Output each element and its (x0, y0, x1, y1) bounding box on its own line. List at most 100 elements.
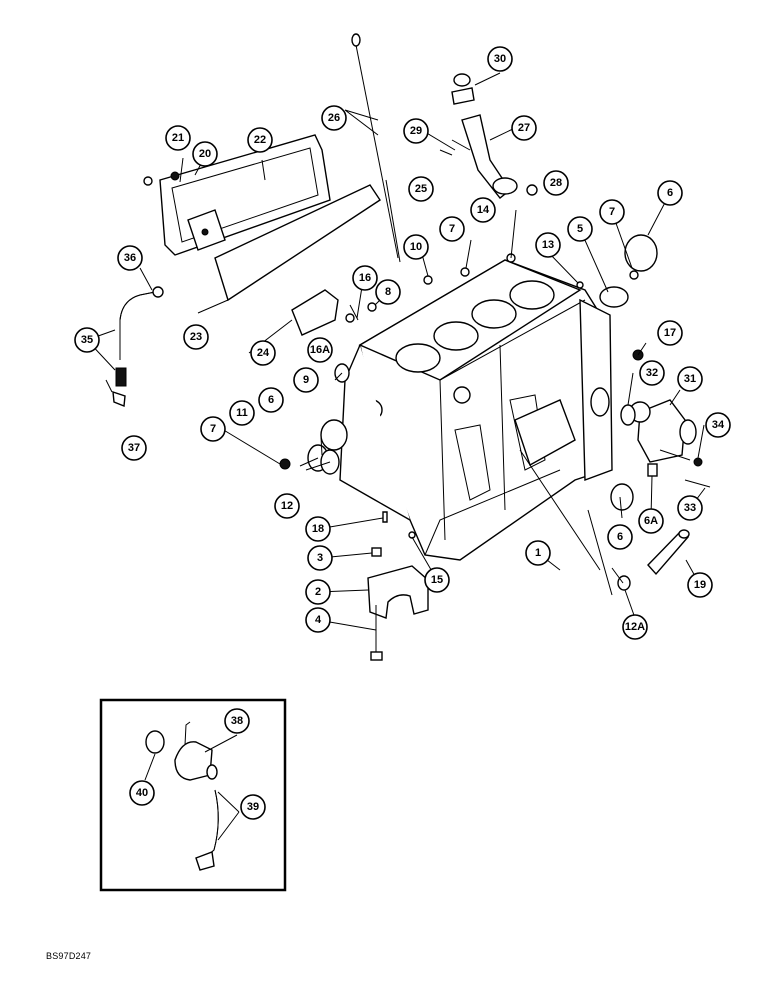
cover-plate (291, 289, 339, 336)
callout-22: 22 (247, 127, 273, 153)
callout-label: 25 (415, 183, 427, 195)
callout-label: 6A (644, 515, 658, 527)
callout-28: 28 (543, 170, 569, 196)
callout-label: 9 (303, 374, 309, 386)
callout-13: 13 (535, 232, 561, 258)
callout-8: 8 (375, 279, 401, 305)
callout-20: 20 (192, 141, 218, 167)
core-plug-6-top (624, 234, 658, 272)
reference-code: BS97D247 (46, 951, 92, 961)
callout-label: 7 (210, 423, 216, 435)
callout-16a: 16A (307, 337, 333, 363)
callout-40: 40 (129, 780, 155, 806)
plug-6a (647, 463, 658, 477)
callout-label: 22 (254, 134, 266, 146)
callout-label: 4 (315, 614, 322, 626)
callout-7-top: 7 (439, 216, 465, 242)
callout-label: 39 (247, 801, 259, 813)
callout-label: 29 (410, 125, 422, 137)
callout-label: 14 (477, 204, 490, 216)
callout-label: 18 (312, 523, 324, 535)
callout-35: 35 (74, 327, 100, 353)
nut-34 (693, 457, 703, 467)
callout-29: 29 (403, 118, 429, 144)
callout-label: 11 (236, 407, 248, 419)
callout-label: 28 (550, 177, 562, 189)
washer-20 (170, 171, 180, 181)
callout-32: 32 (639, 360, 665, 386)
plug-10 (423, 275, 433, 285)
callout-label: 27 (518, 122, 530, 134)
callout-6-top: 6 (657, 180, 683, 206)
callout-33: 33 (677, 495, 703, 521)
plug-7-right (629, 270, 639, 280)
callout-34: 34 (705, 412, 731, 438)
callout-label: 16A (310, 344, 330, 356)
callout-label: 6 (268, 394, 274, 406)
callout-3: 3 (307, 545, 333, 571)
inset-oil-heater (99, 698, 287, 892)
callout-2: 2 (305, 579, 331, 605)
callout-31: 31 (677, 366, 703, 392)
valve-cover (159, 134, 331, 256)
callout-label: 8 (385, 286, 391, 298)
dowel-sleeve (371, 547, 382, 557)
callout-6-left: 6 (258, 387, 284, 413)
callout-label: 19 (694, 579, 706, 591)
callout-17: 17 (657, 320, 683, 346)
seal-32 (620, 404, 636, 426)
callout-7-left: 7 (200, 416, 226, 442)
callout-label: 20 (199, 148, 211, 160)
callout-label: 34 (712, 419, 725, 431)
pin-18 (382, 511, 388, 523)
callout-11: 11 (229, 400, 255, 426)
callout-label: 21 (172, 132, 184, 144)
callout-label: 32 (646, 367, 658, 379)
callout-label: 40 (136, 787, 148, 799)
callout-label: 7 (449, 223, 455, 235)
callout-37: 37 (121, 435, 147, 461)
plug-7-left (279, 458, 291, 470)
callout-16: 16 (352, 265, 378, 291)
callout-12: 12 (274, 493, 300, 519)
callout-label: 3 (317, 552, 323, 564)
oil-fill-tube (451, 73, 538, 199)
callout-label: 6 (667, 187, 673, 199)
breather-hose (112, 286, 164, 407)
callout-1: 1 (525, 540, 551, 566)
callout-label: 33 (684, 502, 696, 514)
callout-30: 30 (487, 46, 513, 72)
callout-24: 24 (250, 340, 276, 366)
callout-19: 19 (687, 572, 713, 598)
callout-label: 35 (81, 334, 93, 346)
callout-label: 30 (494, 53, 506, 65)
core-plug-6-rear (610, 483, 634, 511)
callout-21: 21 (165, 125, 191, 151)
callout-12a: 12A (622, 614, 648, 640)
callout-26: 26 (321, 105, 347, 131)
callout-label: 13 (542, 239, 554, 251)
callout-label: 31 (684, 373, 696, 385)
callout-label: 37 (128, 442, 140, 454)
callout-label: 7 (609, 206, 615, 218)
plug-16 (345, 313, 355, 323)
callout-label: 16 (359, 272, 371, 284)
callout-39: 39 (240, 794, 266, 820)
plug-15 (408, 531, 416, 539)
callout-36: 36 (117, 245, 143, 271)
callout-label: 36 (124, 252, 136, 264)
callout-label: 2 (315, 586, 321, 598)
core-plug-6-left (320, 419, 348, 451)
callout-38: 38 (224, 708, 250, 734)
thermostat-housing (629, 399, 697, 463)
cylinder-block (339, 259, 613, 561)
callout-9: 9 (293, 367, 319, 393)
callout-6a: 6A (638, 508, 664, 534)
valve-cover-gasket (214, 184, 381, 302)
callout-label: 1 (535, 547, 541, 559)
callout-23: 23 (183, 324, 209, 350)
callout-label: 17 (664, 327, 676, 339)
dipstick (351, 33, 401, 263)
callout-label: 5 (577, 223, 583, 235)
